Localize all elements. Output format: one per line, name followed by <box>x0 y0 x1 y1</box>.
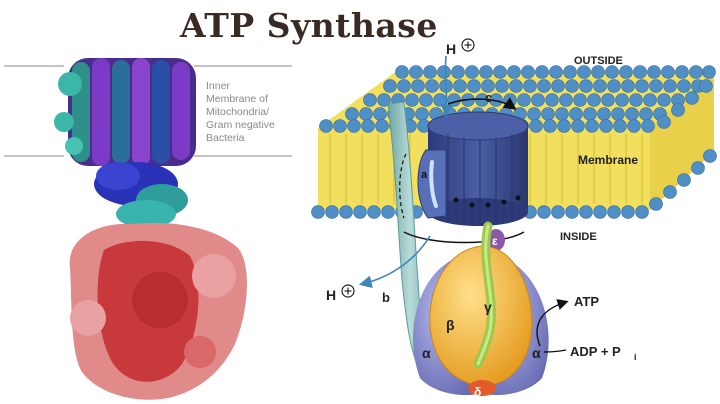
label-membrane: Membrane <box>578 153 638 167</box>
inner-membrane-line-4: Gram negative <box>206 119 275 131</box>
subunit-delta <box>468 380 496 396</box>
label-gamma: γ <box>484 299 492 315</box>
protein-structure-model <box>54 58 247 400</box>
label-c: c <box>485 90 492 105</box>
label-h-top: H <box>446 38 475 57</box>
inner-membrane-line-3: Mitochondria/ <box>206 106 270 118</box>
svg-text:H: H <box>326 287 336 303</box>
svg-text:i: i <box>634 352 637 362</box>
svg-text:ADP + P: ADP + P <box>570 344 621 359</box>
rotation-arrow-bottom <box>403 231 525 244</box>
label-delta: δ <box>474 385 481 399</box>
rotation-arrow-top <box>447 97 517 110</box>
inner-membrane-label: Inner Membrane of Mitochondria/ Gram neg… <box>206 80 306 145</box>
inner-membrane-line-2: Membrane of <box>206 93 268 105</box>
protein-f0-ring <box>54 58 196 166</box>
label-h-bottom: H <box>326 284 355 303</box>
protein-f1-head <box>69 222 247 400</box>
proton-path-in <box>440 55 454 118</box>
proton-path-out <box>358 235 431 289</box>
label-inside: INSIDE <box>560 231 597 243</box>
membrane-tail-side <box>650 70 714 210</box>
label-beta: β <box>446 317 455 333</box>
label-alpha-right: α <box>532 345 541 361</box>
rotation-arrow-left <box>399 153 407 219</box>
subunit-a <box>417 149 447 219</box>
atp-arrow <box>536 299 569 347</box>
adp-arrow <box>543 349 567 353</box>
f1-head <box>413 221 549 396</box>
protein-stalk <box>94 162 188 228</box>
label-epsilon: ε <box>492 234 498 248</box>
label-outside: OUTSIDE <box>574 55 623 67</box>
label-b: b <box>382 290 390 305</box>
page-title: ATP Synthase <box>180 6 438 45</box>
lipid-heads-bottom <box>311 79 717 219</box>
label-alpha-left: α <box>422 345 431 361</box>
subunit-epsilon <box>487 229 505 251</box>
label-a: a <box>421 169 428 181</box>
inner-membrane-line-5: Bacteria <box>206 132 245 144</box>
svg-text:H: H <box>446 41 456 57</box>
label-atp: ATP <box>574 294 599 309</box>
label-adp: ADP + P i <box>570 344 637 362</box>
inner-membrane-line-1: Inner <box>206 80 230 92</box>
